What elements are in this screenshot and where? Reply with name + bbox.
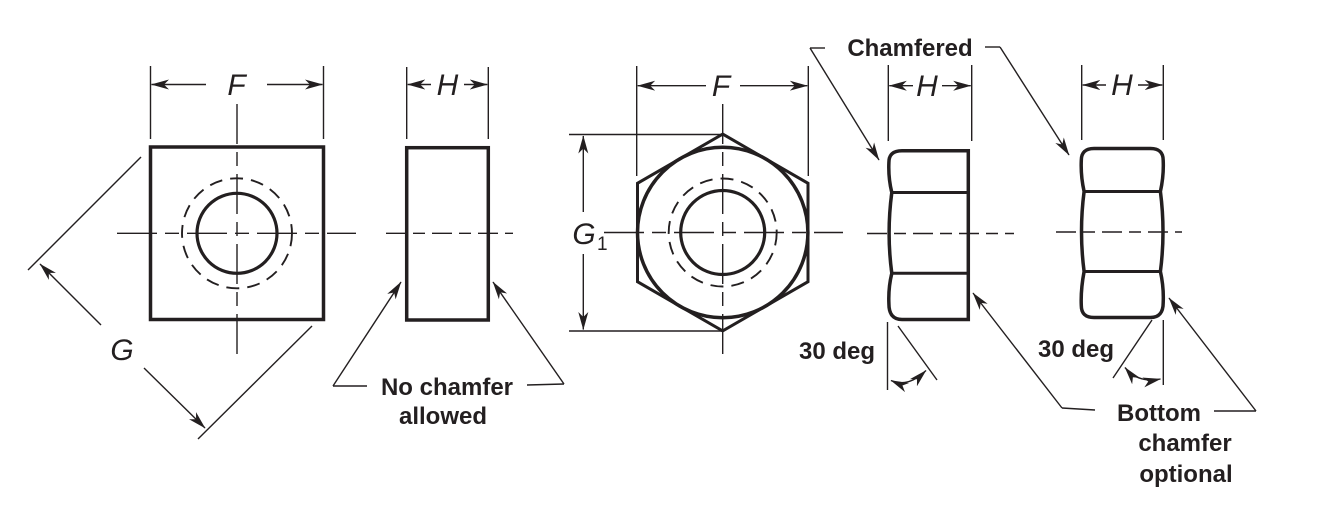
leader-arrow-to-chamfer-corner (999, 46, 1070, 156)
leader-arrow-to-bottom-corner (972, 292, 1063, 409)
chamfered-callout: Chamfered (809, 35, 1070, 161)
hex-side-outline (1079, 146, 1166, 320)
dim-F-label: F (227, 69, 247, 102)
hex-nut-front-view: F G 1 (569, 66, 843, 361)
no-chamfer-label-line1: No chamfer (381, 374, 513, 401)
dim-H-label: H (916, 70, 938, 103)
chamfered-label: Chamfered (847, 35, 972, 62)
hole-circle (679, 188, 767, 277)
thread-dashed-circle (667, 177, 778, 288)
leader-shoulder (1061, 407, 1096, 411)
leader-shoulder (526, 383, 565, 386)
leader-arrow-left-face (332, 281, 402, 387)
hex-side-outline (887, 149, 971, 322)
dim-G1-subscript: 1 (597, 234, 608, 255)
angle-30deg-label: 30 deg (1038, 336, 1114, 363)
hex-nut-side-view-double-chamfered: H 30 deg (1038, 65, 1182, 388)
dim-F-label: F (712, 70, 732, 103)
dim-H-label: H (437, 69, 459, 102)
bottom-chamfer-label-line2: chamfer (1138, 430, 1231, 457)
angle-30deg-label: 30 deg (799, 338, 875, 365)
no-chamfer-label-line2: allowed (399, 403, 487, 430)
hex-nut-side-view-chamfered: H 30 deg (799, 65, 1014, 393)
square-nut-outline (148, 145, 326, 322)
square-nut-side-view: H No chamfer allowed (332, 67, 565, 430)
leader-arrow-right-face (492, 281, 565, 385)
thread-dashed-circle (181, 177, 293, 290)
extension-line-diagonal (197, 325, 313, 440)
leader-arrow-to-chamfer-corner (809, 47, 880, 161)
chamfer-angle-line (1112, 319, 1153, 379)
dimension-arrow-down-right (143, 367, 206, 429)
hole-circle (195, 191, 279, 275)
dimension-arrow-up-left (39, 263, 102, 326)
chamfer-angle-line (897, 325, 938, 381)
dim-G-label: G (110, 334, 133, 367)
leader-arrow-to-bottom-corner (1168, 297, 1257, 412)
square-nut-front-view: F G (27, 66, 356, 440)
chamfer-circle (635, 145, 810, 320)
dim-G1-label: G (572, 218, 595, 251)
bottom-chamfer-callout: Bottom chamfer optional (972, 292, 1257, 488)
bottom-chamfer-label-line3: optional (1139, 461, 1232, 488)
angle-arc-arrow (1124, 367, 1161, 388)
angle-arc-arrow (890, 369, 927, 393)
bottom-chamfer-label-line1: Bottom (1117, 400, 1201, 427)
dim-H-label: H (1111, 69, 1133, 102)
square-nut-side-outline (404, 145, 491, 322)
extension-line-diagonal (27, 156, 142, 271)
